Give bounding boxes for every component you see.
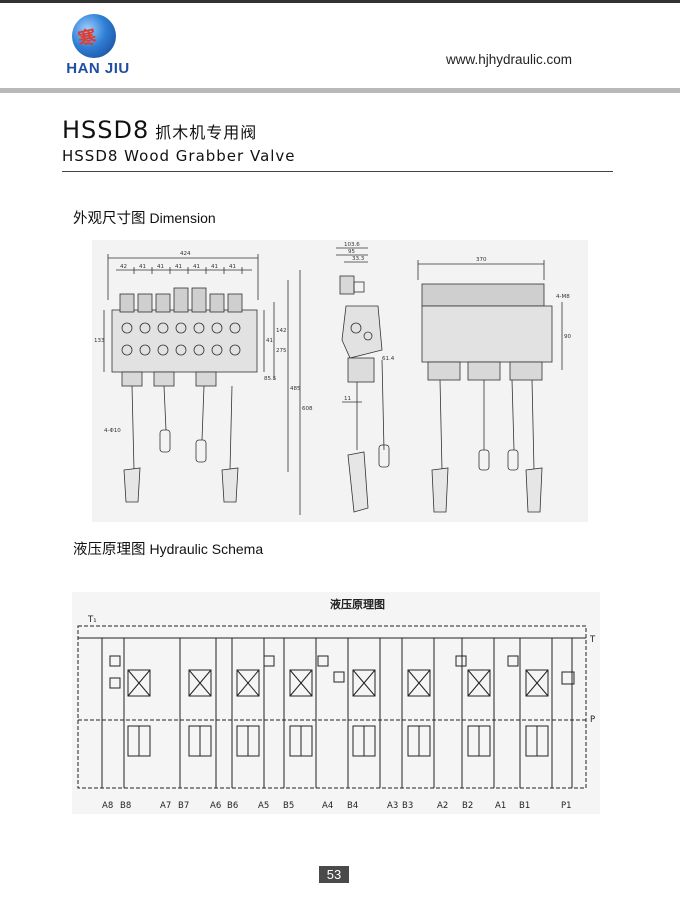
logo-text: HAN JIU: [66, 60, 130, 77]
dimension-drawing: 424 42 41 41 41 41 41 41 133 41 142 275 …: [92, 240, 588, 522]
title-divider: [62, 171, 613, 172]
dim-pitch: 41: [139, 264, 146, 270]
dim-back-width: 370: [476, 257, 487, 263]
dim-back-thread: 4-M8: [556, 294, 570, 300]
page-title: HSSD8 抓木机专用阀: [62, 116, 257, 144]
hydraulic-schema: 液压原理图: [72, 592, 600, 814]
dim-h485: 485: [290, 386, 301, 392]
dim-h41: 41: [266, 338, 273, 344]
dim-pitch: 41: [211, 264, 218, 270]
website-url[interactable]: www.hjhydraulic.com: [445, 52, 572, 67]
dim-side-61-4: 61.4: [382, 356, 395, 362]
dim-pitch: 41: [229, 264, 236, 270]
dim-side-11: 11: [344, 396, 351, 402]
port-label: B1: [519, 801, 530, 811]
page-subtitle: HSSD8 Wood Grabber Valve: [62, 147, 296, 165]
port-label: A8: [102, 801, 113, 811]
port-p: P: [590, 715, 595, 725]
port-label: B7: [178, 801, 189, 811]
port-label: A7: [160, 801, 171, 811]
page-number: 53: [319, 866, 349, 883]
dim-side-33-3: 33.3: [352, 256, 365, 262]
dim-side-103-6: 103.6: [344, 242, 360, 248]
dim-total-width: 424: [180, 251, 191, 257]
header-band: [0, 88, 680, 93]
globe-icon: [72, 14, 116, 58]
dim-h608: 608: [302, 406, 313, 412]
dim-left-height: 133: [94, 338, 105, 344]
dim-pitch: 41: [157, 264, 164, 270]
dim-bolt: 4-Φ10: [104, 428, 121, 434]
port-label: B6: [227, 801, 238, 811]
title-chinese: 抓木机专用阀: [155, 123, 258, 142]
port-label: A6: [210, 801, 221, 811]
port-label: A1: [495, 801, 506, 811]
port-t1: T₁: [87, 615, 97, 625]
top-rule: [0, 0, 680, 3]
port-label: A5: [258, 801, 269, 811]
schema-heading-en: Hydraulic Schema: [149, 541, 264, 557]
port-label: A3: [387, 801, 398, 811]
port-label: P1: [561, 801, 572, 811]
company-logo: 寒 HAN JIU: [58, 12, 138, 82]
dim-side-95: 95: [348, 249, 355, 255]
port-label: B4: [347, 801, 358, 811]
port-label: B5: [283, 801, 294, 811]
dim-h85-5: 85.5: [264, 376, 277, 382]
port-label: A4: [322, 801, 333, 811]
schema-heading-cn: 液压原理图: [73, 542, 146, 558]
dim-h142: 142: [276, 328, 287, 334]
port-label: B8: [120, 801, 131, 811]
schema-title: 液压原理图: [330, 597, 385, 611]
dim-h275: 275: [276, 348, 287, 354]
dimension-heading-en: Dimension: [149, 210, 216, 226]
port-label: B3: [402, 801, 413, 811]
port-label: A2: [437, 801, 448, 811]
dim-pitch: 41: [175, 264, 182, 270]
port-t: T: [589, 635, 596, 645]
dim-pitch: 41: [193, 264, 200, 270]
dim-pitch-first: 42: [120, 264, 127, 270]
model-name: HSSD8: [62, 116, 150, 144]
dimension-heading-cn: 外观尺寸图: [73, 211, 146, 227]
dim-back-90: 90: [564, 334, 571, 340]
port-label: B2: [462, 801, 473, 811]
